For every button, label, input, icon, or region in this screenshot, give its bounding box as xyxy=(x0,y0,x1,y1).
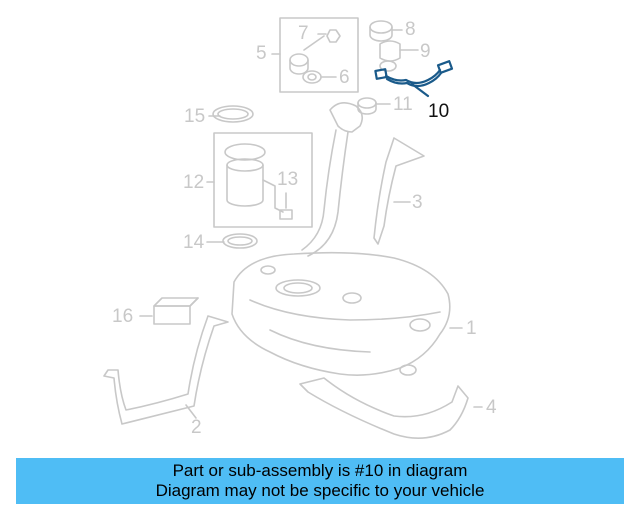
part-12-fuel-pump xyxy=(224,143,284,213)
part-9-bushing xyxy=(379,40,401,72)
callout-3: 3 xyxy=(412,192,423,213)
part-6-ring xyxy=(302,70,322,84)
leader-lines xyxy=(139,29,483,419)
callout-1: 1 xyxy=(466,318,477,339)
callout-4: 4 xyxy=(486,397,497,418)
part-14-ring xyxy=(222,233,258,249)
part-5-valve xyxy=(289,53,309,75)
part-7-sensor xyxy=(303,29,341,51)
part-10-wire-harness xyxy=(374,60,454,98)
callout-16: 16 xyxy=(112,306,134,327)
callout-5: 5 xyxy=(256,43,267,64)
banner-line-1: Part or sub-assembly is #10 in diagram xyxy=(172,461,468,480)
callout-10: 10 xyxy=(428,101,450,122)
part-16-module xyxy=(153,297,199,325)
part-2-strap xyxy=(103,315,229,425)
parts-diagram xyxy=(103,17,483,439)
filler-neck xyxy=(301,102,364,257)
part-11-grommet xyxy=(357,97,377,115)
part-4-strap xyxy=(299,377,469,439)
part-15-ring xyxy=(212,105,254,123)
group-box-5 xyxy=(279,17,359,93)
part-8-cap xyxy=(369,20,393,42)
part-13-sender xyxy=(279,209,293,220)
banner-line-2: Diagram may not be specific to your vehi… xyxy=(155,481,485,500)
callout-8: 8 xyxy=(405,19,416,40)
info-banner: Part or sub-assembly is #10 in diagram D… xyxy=(16,458,624,504)
callout-15: 15 xyxy=(184,106,206,127)
callout-13: 13 xyxy=(277,169,299,190)
part-3-bracket xyxy=(373,137,425,245)
callout-7: 7 xyxy=(298,23,309,44)
callout-2: 2 xyxy=(191,417,202,438)
callout-11: 11 xyxy=(393,94,413,115)
group-box-12 xyxy=(213,132,313,228)
callout-9: 9 xyxy=(420,41,431,62)
callout-6: 6 xyxy=(339,67,350,88)
part-1-fuel-tank xyxy=(231,251,451,376)
callout-14: 14 xyxy=(183,232,205,253)
callout-12: 12 xyxy=(183,172,205,193)
